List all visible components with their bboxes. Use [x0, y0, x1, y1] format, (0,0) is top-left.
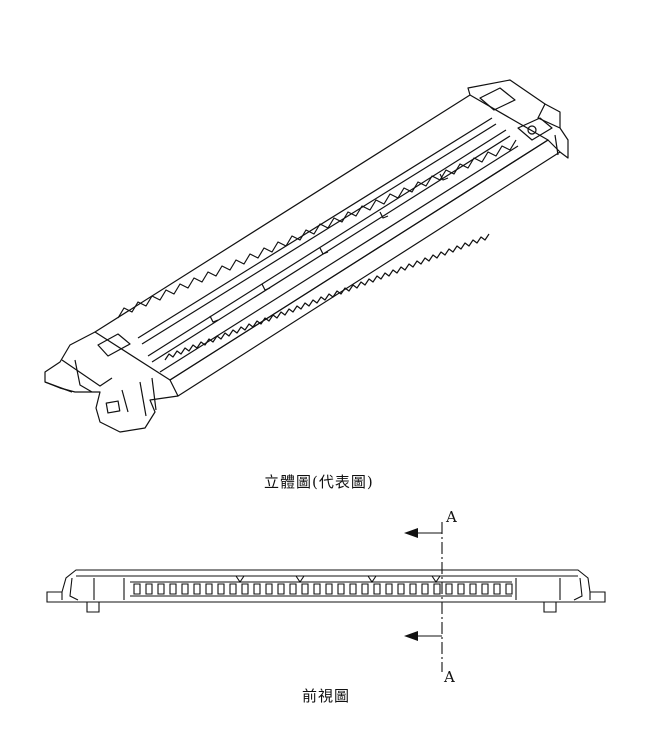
front-row-contacts	[165, 234, 489, 360]
left-end-tab	[45, 332, 178, 432]
right-end-hole	[528, 126, 536, 134]
section-label-bottom: A	[444, 668, 455, 686]
inner-groove-lower	[148, 130, 506, 356]
inner-groove-upper	[138, 118, 492, 338]
right-end-slot	[480, 88, 515, 110]
back-wall-contacts	[118, 140, 516, 318]
right-end-tab	[468, 80, 568, 158]
front-view-caption: 前視圖	[302, 687, 351, 705]
section-label-top: A	[446, 508, 457, 526]
connector-front-face	[170, 140, 560, 396]
left-end-slot	[98, 334, 130, 356]
left-end-hole	[106, 401, 120, 413]
perspective-view-caption: 立體圖(代表圖)	[264, 473, 374, 491]
